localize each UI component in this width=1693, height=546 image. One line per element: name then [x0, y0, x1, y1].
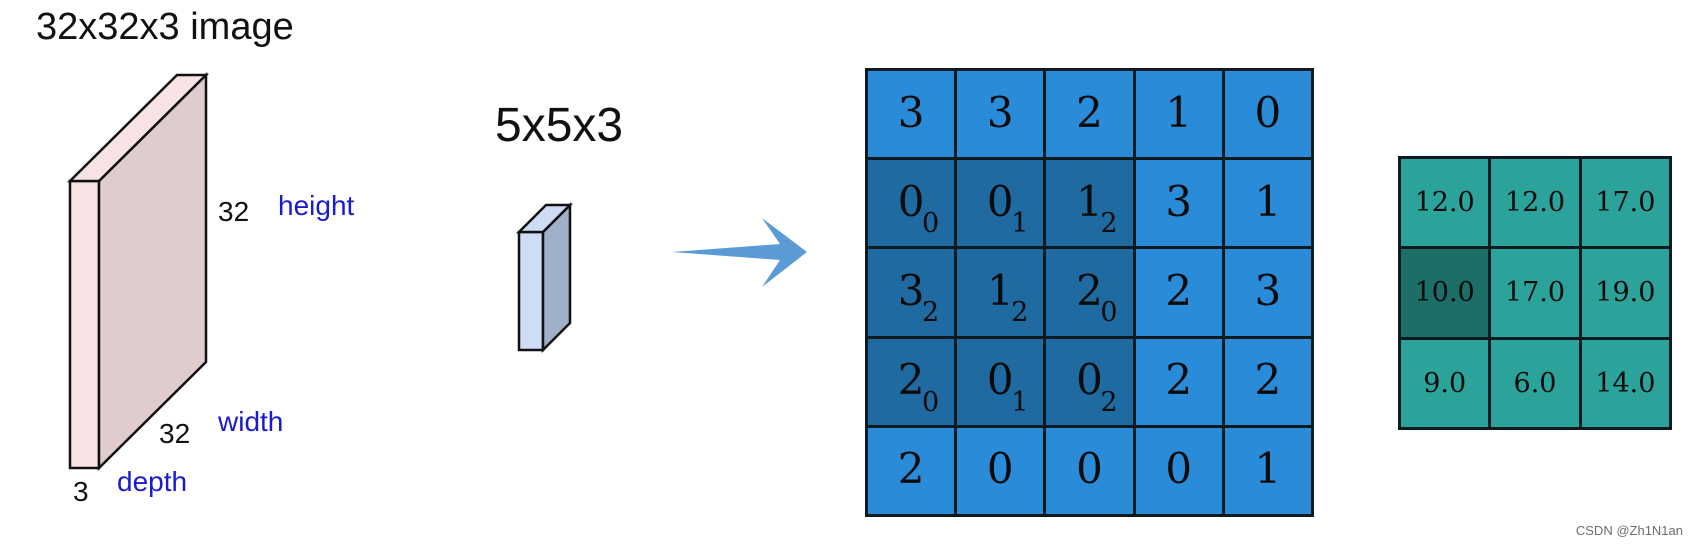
input-cell-value: 1 — [1165, 87, 1193, 137]
output-cell: 6.0 — [1491, 339, 1579, 427]
input-cell-value: 2 — [1076, 265, 1103, 315]
width-label: width — [218, 406, 284, 437]
input-cell-value: 0 — [1076, 355, 1103, 405]
input-volume-front — [68, 179, 101, 470]
input-cell-value: 0 — [1165, 444, 1193, 494]
filter-weight: 2 — [922, 297, 940, 329]
input-cell: 2 — [1224, 338, 1311, 425]
input-cell: 1 — [1224, 160, 1311, 247]
output-cell: 17.0 — [1491, 249, 1579, 337]
input-volume-side — [97, 72, 208, 471]
input-cell: 0 — [1224, 71, 1311, 158]
input-cell-value: 2 — [897, 444, 925, 494]
depth-label: depth — [117, 466, 188, 497]
input-cell: 3 — [957, 71, 1044, 158]
filter-volume-top — [515, 203, 574, 234]
input-cell-value: 1 — [1254, 444, 1282, 494]
input-cell-value: 0 — [986, 176, 1014, 226]
filter-volume-front — [517, 230, 545, 352]
input-cell-value: 0 — [897, 176, 925, 226]
output-cell: 12.0 — [1401, 159, 1489, 247]
height-value: 32 — [218, 196, 250, 227]
input-volume-top — [66, 73, 210, 183]
input-cell: 0 — [957, 427, 1044, 514]
input-cell: 0 — [1135, 427, 1222, 514]
input-cell-value: 2 — [1254, 355, 1282, 405]
input-volume — [66, 72, 210, 471]
filter-weight: 1 — [1011, 386, 1029, 418]
output-cell: 14.0 — [1581, 339, 1669, 427]
input-cell: 1 — [1224, 427, 1311, 514]
input-cell-value: 1 — [1076, 176, 1103, 226]
filter-weight: 1 — [1011, 208, 1029, 240]
filter-weight: 0 — [1100, 297, 1118, 329]
input-cell-value: 0 — [1076, 444, 1103, 494]
filter-weight: 2 — [1100, 386, 1118, 418]
input-cell-value: 2 — [1076, 87, 1103, 137]
input-cell-value: 3 — [897, 265, 925, 315]
input-cell-value: 1 — [986, 265, 1014, 315]
filter-title: 5x5x3 — [495, 99, 624, 152]
input-cell-value: 0 — [986, 444, 1014, 494]
input-cell-value: 3 — [1254, 265, 1282, 315]
input-cell: 1 — [1135, 71, 1222, 158]
watermark: CSDN @Zh1N1an — [1575, 523, 1683, 538]
input-cell-value: 3 — [897, 87, 925, 137]
filter-weight: 2 — [1100, 208, 1118, 240]
input-cell: 3 — [1135, 160, 1222, 247]
input-volume-title: 32x32x3 image — [36, 6, 294, 48]
input-cell: 3 — [1224, 249, 1311, 336]
output-cell: 10.0 — [1401, 249, 1489, 337]
output-cell: 9.0 — [1401, 339, 1489, 427]
input-cell-value: 0 — [1254, 87, 1282, 137]
filter-weight: 0 — [922, 386, 940, 418]
input-cell-value: 3 — [986, 87, 1014, 137]
input-cell-value: 2 — [1165, 355, 1193, 405]
output-cell: 17.0 — [1581, 159, 1669, 247]
input-cell-value: 1 — [1254, 176, 1282, 226]
arrow-right-icon — [672, 218, 807, 287]
output-cell: 19.0 — [1581, 249, 1669, 337]
input-cell: 0 — [1046, 427, 1133, 514]
filter-weight: 0 — [922, 208, 940, 240]
input-cell: 2 — [868, 427, 955, 514]
input-cell: 3 — [868, 71, 955, 158]
input-cell: 2 — [1135, 338, 1222, 425]
depth-value: 3 — [73, 476, 89, 507]
filter-weight: 2 — [1011, 297, 1029, 329]
height-label: height — [278, 190, 355, 221]
input-cell: 2 — [1046, 71, 1133, 158]
input-cell-value: 0 — [986, 355, 1014, 405]
input-cell-value: 3 — [1165, 176, 1193, 226]
output-cell: 12.0 — [1491, 159, 1579, 247]
filter-volume — [515, 201, 574, 354]
input-cell: 2 — [1135, 249, 1222, 336]
width-value: 32 — [159, 418, 191, 449]
input-cell-value: 2 — [897, 355, 925, 405]
input-cell-value: 2 — [1165, 265, 1193, 315]
